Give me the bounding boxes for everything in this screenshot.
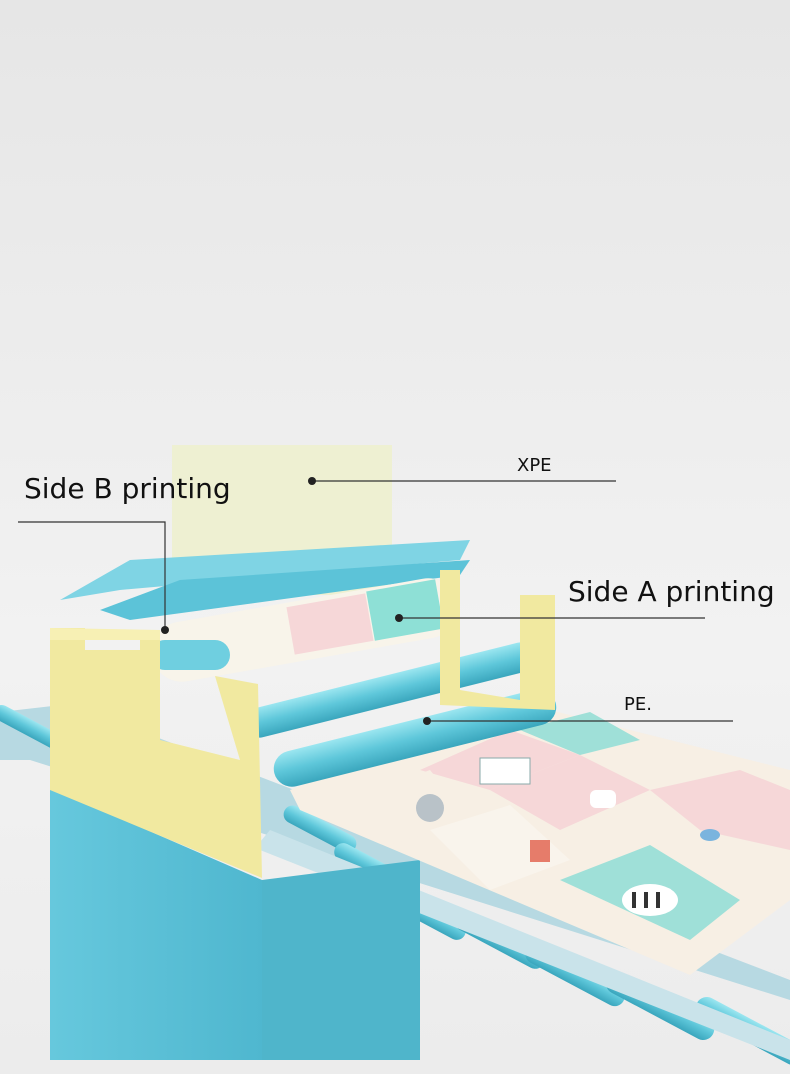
side-a-printing-label: Side A printing [568,575,775,608]
koala-icon [416,794,444,822]
leader-dots [161,477,431,725]
side-b-printing-label: Side B printing [24,472,231,505]
zebra-icon [622,884,678,916]
windmill-icon [530,840,550,862]
pe-label: PE. [624,694,652,715]
leader-lines [18,480,733,722]
machine-canopy [60,540,470,620]
xpe-label: XPE [517,455,552,476]
alphabet-tile-icon [479,757,531,785]
llama-icon [590,790,616,808]
front-rollers [150,640,557,787]
machine-base [50,788,420,1060]
bird-icon [700,829,720,841]
side-frames [50,570,555,878]
